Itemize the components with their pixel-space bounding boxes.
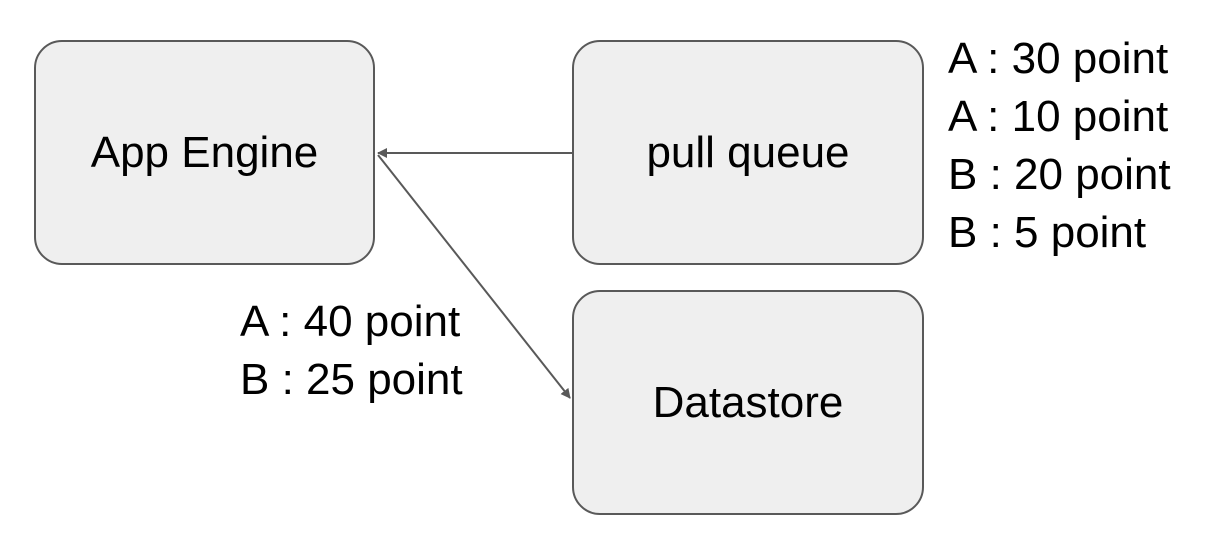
app-engine-label: App Engine xyxy=(90,127,319,177)
datastore-node: Datastore xyxy=(572,290,924,515)
pull-queue-label: pull queue xyxy=(646,127,850,177)
queue-item: B : 20 point xyxy=(948,150,1171,199)
queue-item: A : 30 point xyxy=(948,34,1169,83)
datastore-label: Datastore xyxy=(652,377,844,427)
queue-item: B : 5 point xyxy=(948,208,1147,257)
pull-queue-node: pull queue xyxy=(572,40,924,265)
written-total-item: B : 25 point xyxy=(240,355,463,404)
written-total-item: A : 40 point xyxy=(240,297,461,346)
app-engine-node: App Engine xyxy=(34,40,375,265)
written-totals-list: A : 40 point B : 25 point xyxy=(240,293,463,409)
queue-item: A : 10 point xyxy=(948,92,1169,141)
queue-items-list: A : 30 point A : 10 point B : 20 point B… xyxy=(948,30,1171,262)
